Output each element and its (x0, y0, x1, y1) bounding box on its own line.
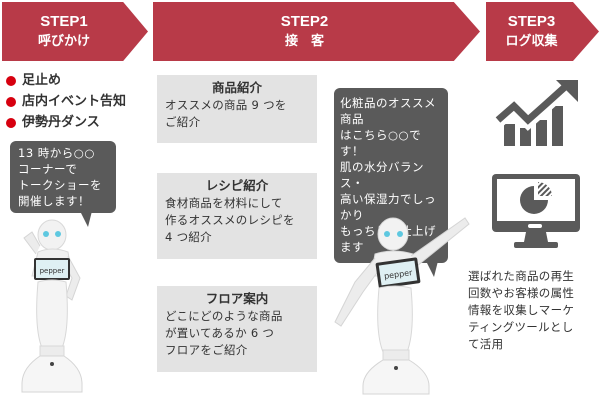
bullet-item: 店内イベント告知 (6, 91, 126, 112)
card-title: 商品紹介 (211, 80, 262, 95)
svg-text:pepper: pepper (40, 267, 65, 275)
pepper-robot-saluting: pepper (21, 219, 83, 393)
growth-chart-icon (494, 80, 578, 146)
step2-number: STEP2 (280, 12, 329, 30)
card-title: フロア案内 (205, 291, 269, 306)
card-recipe-intro: レシピ紹介 食材商品を材料にして 作るオススメのレシピを 4 つ紹介 (157, 173, 317, 259)
card-product-intro: 商品紹介 オススメの商品 9 つを ご紹介 (157, 75, 317, 143)
step1-number: STEP1 (40, 12, 88, 30)
card-title: レシピ紹介 (205, 178, 269, 193)
card-floor-guide: フロア案内 どこにどのような商品 が置いてあるか 6 つ フロアをご紹介 (157, 286, 317, 372)
bullet-item: 伊勢丹ダンス (6, 112, 126, 133)
step1-speech-bubble: 13 時から○○ コーナーで トークショーを 開催します！ (10, 141, 116, 227)
step2-header: STEP2 接 客 (153, 2, 480, 61)
step3-title: ログ収集 (505, 33, 558, 49)
bullet-dot-icon (6, 96, 16, 107)
step1-header: STEP1 呼びかけ (2, 2, 148, 61)
step3-number: STEP3 (507, 12, 556, 30)
step3-description: 選ばれた商品の再生 回数やお客様の属性 情報を収集しマーケ ティングツールとし … (468, 269, 575, 351)
svg-text:pepper: pepper (384, 268, 414, 281)
step1-bullet-list: 足止め 店内イベント告知 伊勢丹ダンス (6, 70, 126, 133)
bullet-item: 足止め (6, 70, 126, 91)
step2-title: 接 客 (284, 33, 324, 49)
step3-header: STEP3 ログ収集 (486, 2, 599, 61)
bullet-dot-icon (6, 75, 16, 86)
step1-title: 呼びかけ (37, 33, 90, 49)
pepper-robot-pointing: pepper (334, 217, 470, 395)
bullet-dot-icon (6, 117, 16, 128)
monitor-pie-chart-icon (492, 174, 580, 248)
